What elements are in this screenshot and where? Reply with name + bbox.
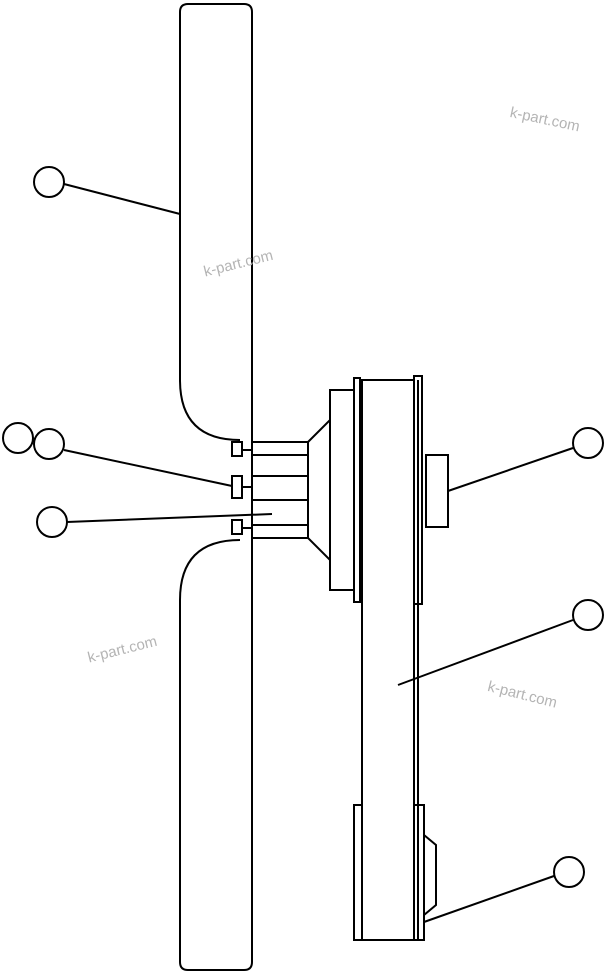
leader-line-7 [423, 875, 555, 923]
callout-circle-5[interactable] [572, 427, 604, 459]
bolt-bottom [231, 519, 243, 535]
pulley-flange-rim [353, 377, 361, 603]
callout-circle-4[interactable] [36, 506, 68, 538]
belt-top-cap [413, 375, 423, 605]
bolt-middle [231, 475, 243, 499]
bolt-top [231, 441, 243, 457]
leader-line-1 [63, 183, 181, 215]
callout-circle-3[interactable] [33, 428, 65, 460]
leader-line-5 [447, 447, 574, 492]
hub-body [251, 441, 309, 539]
pulley-flange [329, 389, 355, 591]
belt [361, 379, 415, 941]
callout-circle-1[interactable] [33, 166, 65, 198]
lower-pulley-boss [423, 832, 437, 918]
leader-line-4 [66, 513, 273, 523]
callout-circle-2[interactable] [2, 422, 34, 454]
leader-line-6 [397, 619, 574, 686]
lower-pulley-left [353, 804, 363, 941]
callout-circle-7[interactable] [553, 856, 585, 888]
leader-line-3 [63, 449, 233, 487]
hub-taper [307, 417, 331, 563]
upper-pulley-boss [425, 454, 449, 528]
callout-circle-6[interactable] [572, 599, 604, 631]
upper-pipe [179, 3, 253, 441]
lower-pipe [179, 539, 253, 971]
